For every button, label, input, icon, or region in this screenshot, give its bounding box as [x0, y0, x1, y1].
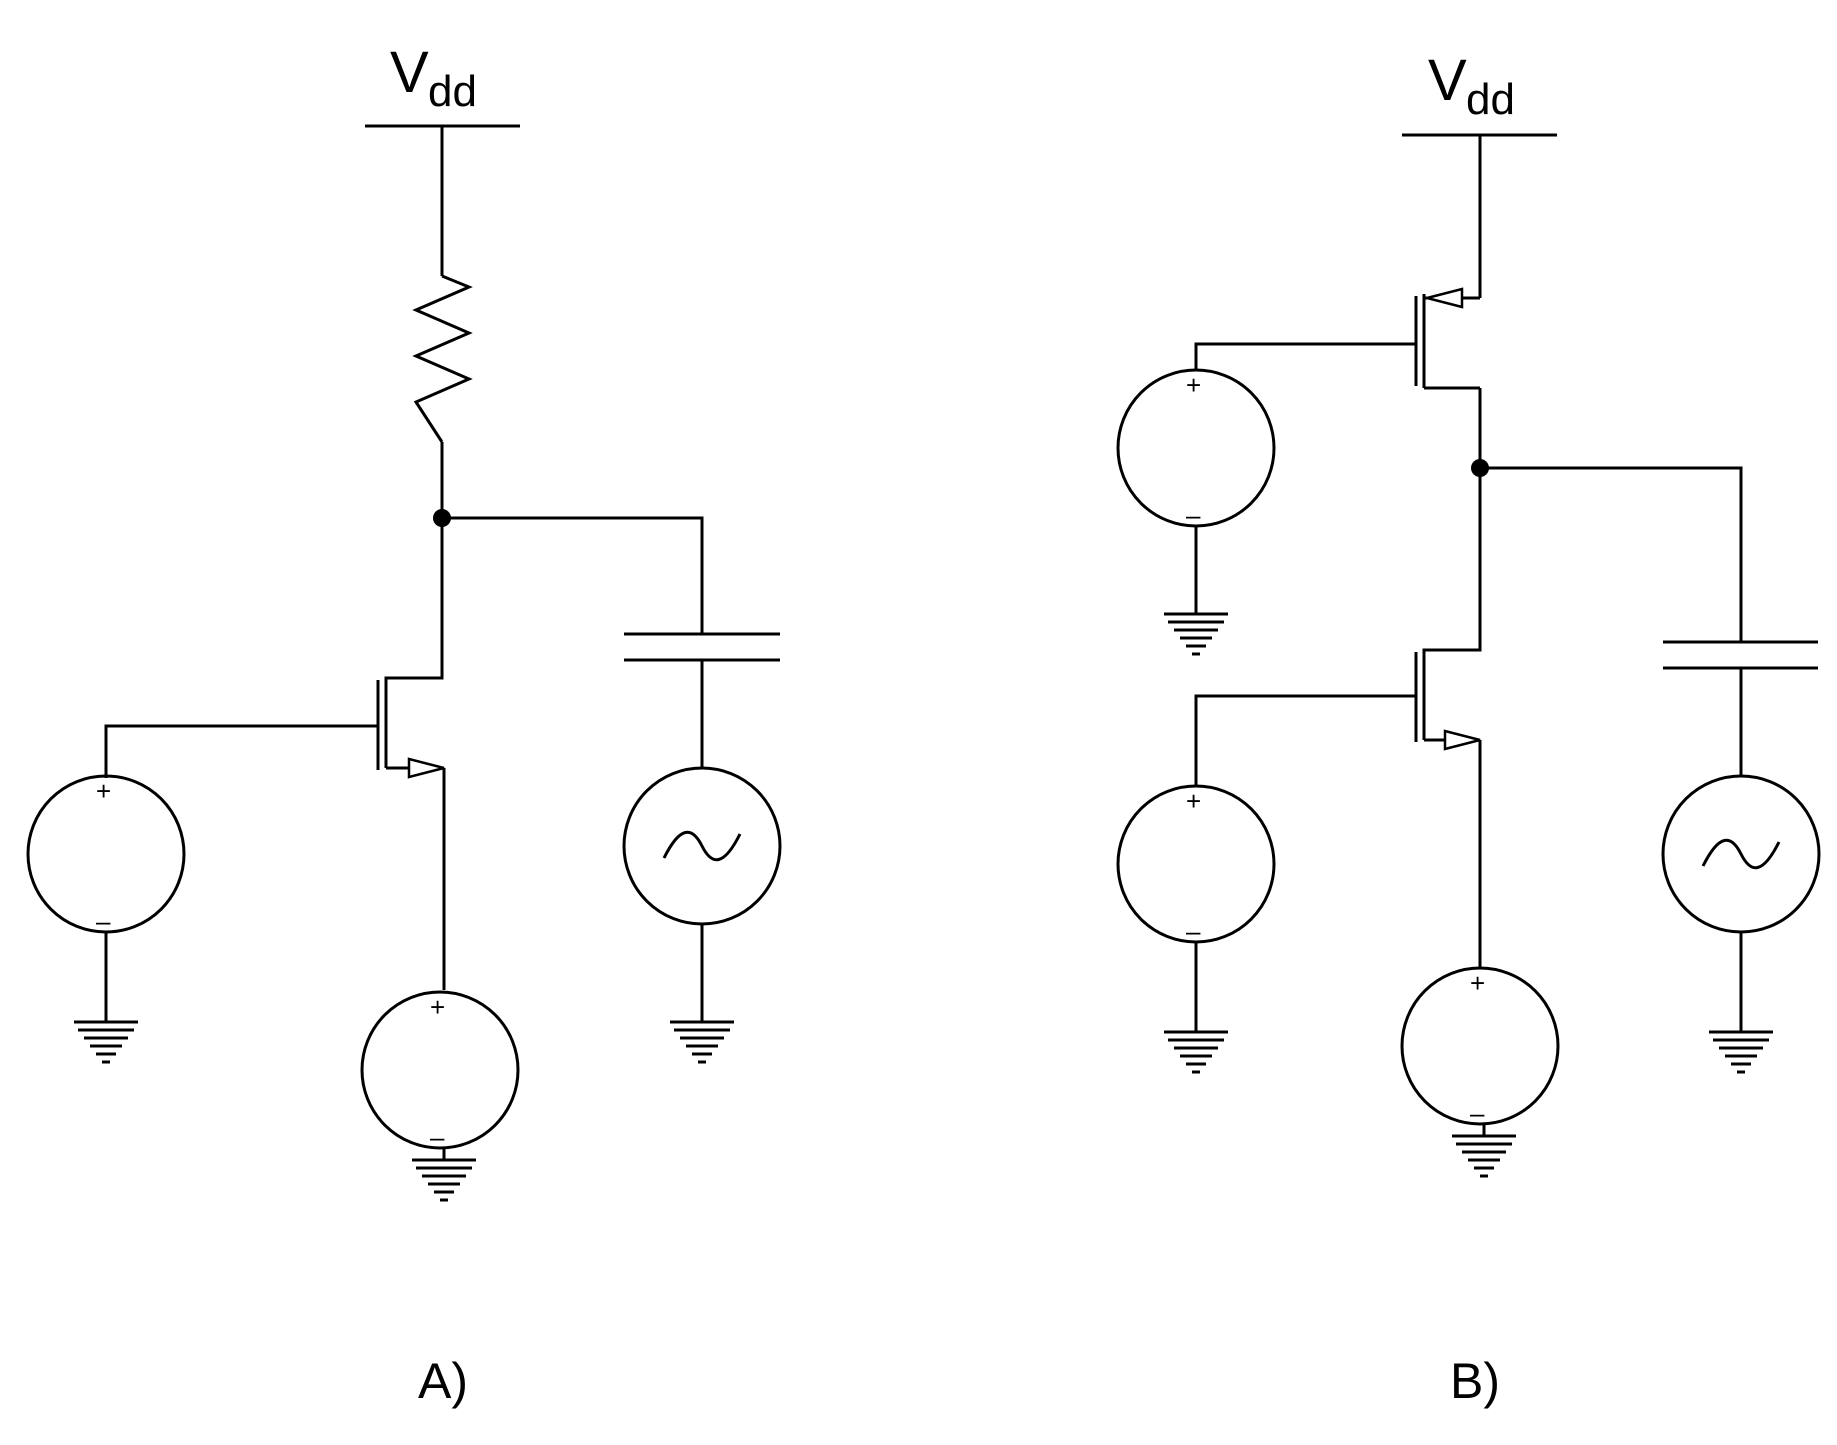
- gate-source-minus-a: –: [96, 906, 111, 936]
- wire-b-node-capacitor: [1480, 466, 1743, 642]
- circuit-b: V dd + –: [1116, 48, 1821, 1409]
- resistor-icon: [412, 274, 473, 443]
- source-source-minus-b: –: [1470, 1098, 1485, 1128]
- nmos-transistor-icon: [376, 678, 446, 990]
- wire-b-nmos-gate: [1194, 694, 1416, 786]
- circuit-a: V dd + –: [26, 40, 782, 1409]
- wire-b-node-nmos: [1422, 468, 1482, 690]
- ground-icon: [74, 1020, 138, 1064]
- dc-voltage-source-icon: + –: [360, 990, 520, 1152]
- ground-icon: [670, 1020, 734, 1064]
- pmos-transistor-icon: [1414, 287, 1480, 390]
- caption-b: B): [1450, 1353, 1500, 1409]
- capacitor-icon: [1663, 640, 1818, 670]
- ground-icon: [1709, 1030, 1773, 1074]
- ground-icon: [412, 1158, 476, 1202]
- vdd-label-a: V: [390, 40, 429, 105]
- wire-a-node-drain: [384, 518, 444, 718]
- vdd-subscript-b: dd: [1466, 75, 1515, 124]
- dc-voltage-source-icon: + –: [1400, 966, 1560, 1128]
- nmos-gate-source-plus: +: [1186, 786, 1201, 816]
- vdd-label-b: V: [1428, 48, 1467, 113]
- nmos-transistor-icon: [1414, 650, 1482, 968]
- vdd-rail-a: V dd: [365, 40, 520, 128]
- pmos-gate-source-plus: +: [1186, 370, 1201, 400]
- ac-voltage-source-icon: [622, 766, 782, 926]
- wire-b-pmos-gate: [1194, 342, 1416, 370]
- source-source-plus-a: +: [430, 992, 445, 1022]
- dc-voltage-source-icon: + –: [1116, 784, 1276, 946]
- wire-a-node-capacitor: [442, 516, 704, 634]
- ground-icon: [1164, 612, 1228, 656]
- vdd-subscript-a: dd: [428, 67, 477, 116]
- ac-voltage-source-icon: [1661, 774, 1821, 934]
- caption-a: A): [418, 1353, 468, 1409]
- vdd-rail-b: V dd: [1402, 48, 1557, 137]
- ground-icon: [1164, 1030, 1228, 1074]
- capacitor-icon: [624, 632, 780, 662]
- ground-icon: [1452, 1134, 1516, 1178]
- dc-voltage-source-icon: + –: [26, 774, 186, 936]
- wire-a-gate: [104, 724, 378, 778]
- nmos-gate-source-minus: –: [1186, 916, 1201, 946]
- dc-voltage-source-icon: + –: [1116, 368, 1276, 530]
- source-source-plus-b: +: [1470, 968, 1485, 998]
- pmos-gate-source-minus: –: [1186, 500, 1201, 530]
- gate-source-plus-a: +: [96, 776, 111, 806]
- source-source-minus-a: –: [430, 1122, 445, 1152]
